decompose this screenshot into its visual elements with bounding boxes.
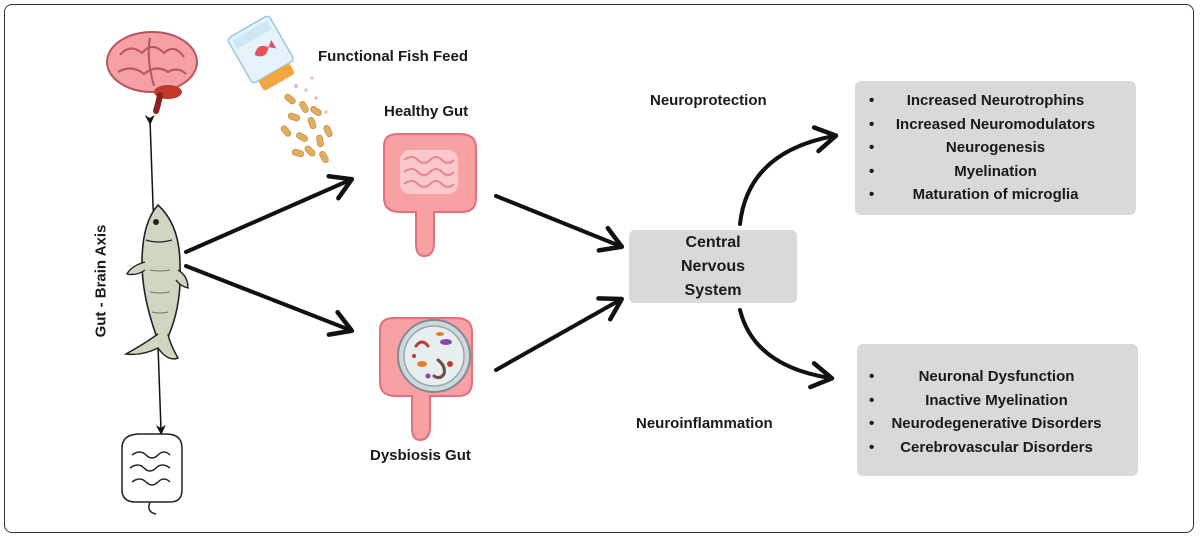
neuroinflammation-label: Neuroinflammation	[636, 415, 773, 432]
arrow-dysbiosis-gut-to-cns	[494, 296, 624, 372]
list-item: Neurodegenerative Disorders	[869, 412, 1124, 436]
fish-icon	[123, 203, 189, 360]
neuroprotection-label: Neuroprotection	[650, 92, 767, 109]
healthy-gut-label: Healthy Gut	[384, 103, 469, 120]
petri-dish-icon	[397, 319, 471, 393]
arrow-fish-to-dysbiosis-gut	[184, 264, 355, 337]
brain-icon	[106, 31, 198, 114]
diagram-frame	[4, 4, 1194, 533]
list-item: Myelination	[869, 160, 1122, 184]
list-item: Neuronal Dysfunction	[869, 365, 1124, 389]
list-item: Maturation of microglia	[869, 183, 1122, 207]
list-item: Cerebrovascular Disorders	[869, 436, 1124, 460]
arrow-fish-to-healthy-gut	[184, 173, 355, 254]
neuroinflammation-effects-box: Neuronal Dysfunction Inactive Myelinatio…	[857, 344, 1138, 476]
fish-feed-icon	[227, 15, 333, 163]
functional-fish-feed-label: Functional Fish Feed	[318, 48, 469, 65]
list-item: Increased Neuromodulators	[869, 113, 1122, 137]
neuroinflammation-effects-list: Neuronal Dysfunction Inactive Myelinatio…	[869, 365, 1124, 459]
dysbiosis-gut-label: Dysbiosis Gut	[370, 447, 471, 464]
list-item: Neurogenesis	[869, 136, 1122, 160]
neuroprotection-effects-list: Increased Neurotrophins Increased Neurom…	[869, 89, 1122, 207]
central-nervous-system-label: Central Nervous System	[680, 233, 746, 299]
list-item: Increased Neurotrophins	[869, 89, 1122, 113]
intestine-outline-icon	[121, 433, 183, 515]
arrow-healthy-gut-to-cns	[494, 194, 625, 253]
neuroprotection-effects-box: Increased Neurotrophins Increased Neurom…	[855, 81, 1136, 215]
arrow-cns-to-neuroinflammation	[738, 308, 835, 390]
list-item: Inactive Myelination	[869, 389, 1124, 413]
central-nervous-system-box: Central Nervous System	[629, 230, 797, 303]
healthy-gut-icon	[383, 133, 477, 258]
arrow-cns-to-neuroprotection	[738, 125, 839, 226]
gut-brain-axis-label: Gut - Brain Axis	[92, 224, 110, 338]
